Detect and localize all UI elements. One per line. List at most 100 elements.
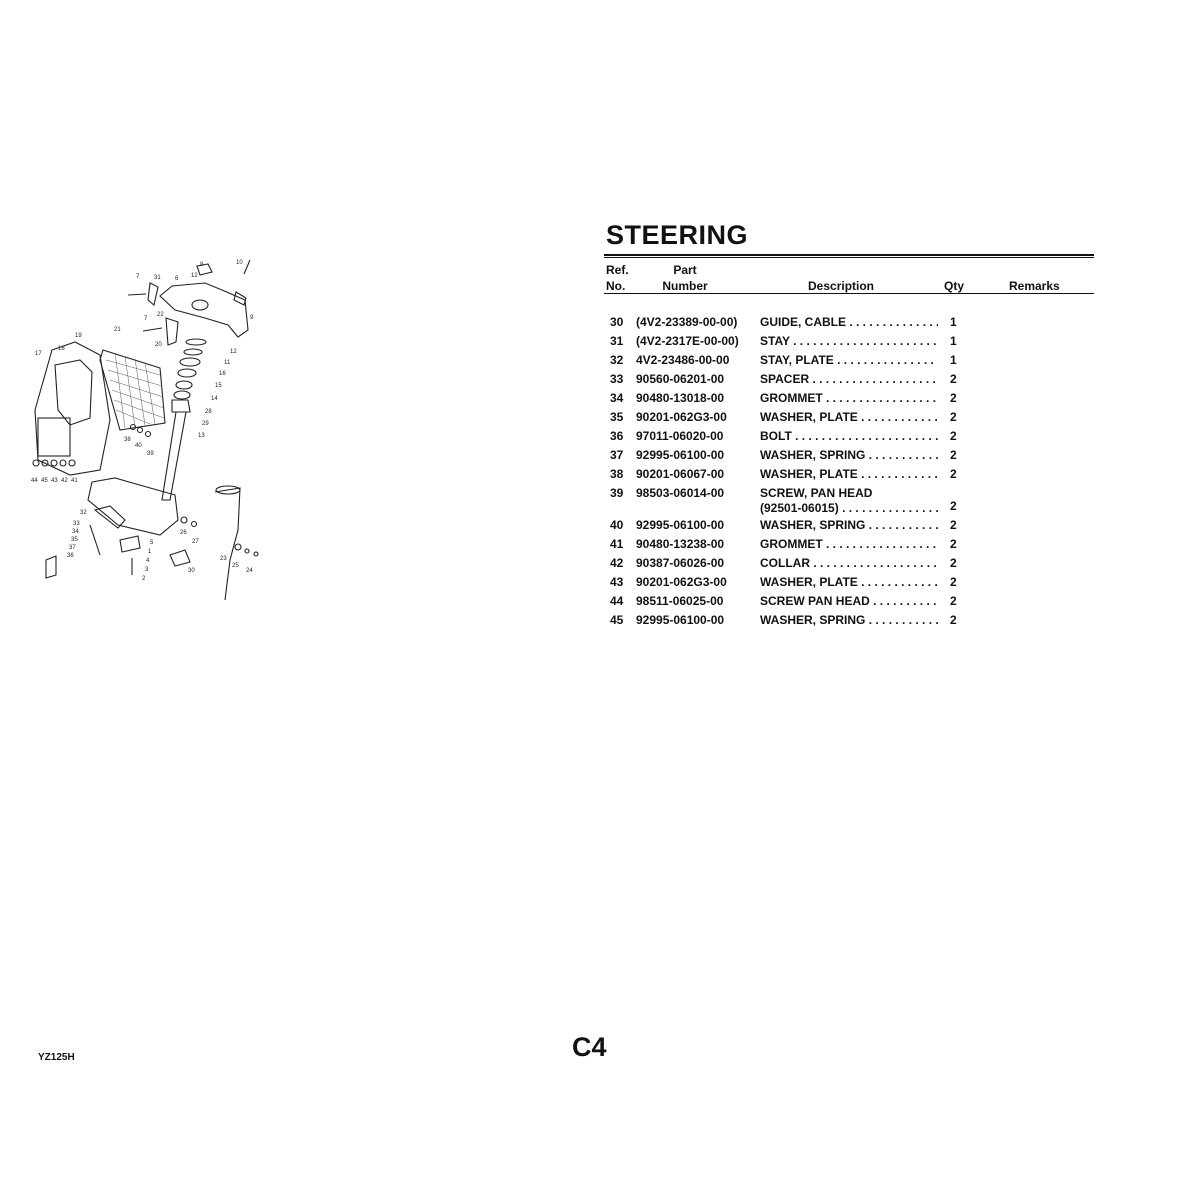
bolt (233, 259, 251, 306)
part-number: 90201-062G3-00 (636, 410, 727, 424)
part-number: 90480-13238-00 (636, 537, 725, 551)
callout-label: 10 (236, 260, 243, 266)
callout-label: 16 (219, 371, 226, 377)
callout-label: 7 (144, 316, 148, 322)
header-ref-line2: No. (606, 279, 626, 293)
ref-number: 43 (610, 575, 624, 589)
quantity: 2 (950, 372, 957, 386)
ref-number: 45 (610, 613, 624, 627)
callout-label: 13 (198, 433, 205, 439)
callout-label: 34 (72, 529, 79, 535)
ref-number: 30 (610, 315, 624, 329)
callout-label: 22 (157, 312, 164, 318)
callout-label: 3 (145, 567, 149, 573)
callout-label: 43 (51, 478, 58, 484)
callout-label: 42 (61, 478, 68, 484)
upper-bracket (159, 282, 249, 338)
ref-number: 44 (610, 594, 624, 608)
part-number: 90387-06026-00 (636, 556, 725, 570)
part-description: WASHER, PLATE (760, 467, 938, 481)
callout-label: 30 (188, 568, 195, 574)
part-number: 92995-06100-00 (636, 613, 725, 627)
part-number: 90201-06067-00 (636, 467, 725, 481)
part-number: 98503-06014-00 (636, 486, 725, 500)
part-description-alt: (92501-06015) (760, 501, 938, 515)
steering-nut (196, 263, 213, 276)
stay (127, 282, 159, 307)
callout-label: 38 (124, 437, 131, 443)
callout-label: 8 (200, 262, 204, 268)
ref-number: 33 (610, 372, 624, 386)
quantity: 2 (950, 518, 957, 532)
header-ref-line1: Ref. (606, 263, 629, 277)
part-number: 97011-06020-00 (636, 429, 724, 443)
part-number: (4V2-2317E-00-00) (636, 334, 739, 348)
quantity: 2 (950, 613, 957, 627)
header-qty: Qty (944, 279, 965, 293)
header-part: Part Number (655, 262, 715, 294)
page-number: C4 (572, 1032, 607, 1062)
callout-label: 29 (202, 421, 209, 427)
quantity: 2 (950, 499, 957, 513)
callout-label: 27 (192, 539, 199, 545)
part-number: 90201-062G3-00 (636, 575, 727, 589)
callout-label: 5 (150, 540, 154, 546)
ref-number: 42 (610, 556, 624, 570)
callout-label: 28 (205, 409, 212, 415)
header-part-line2: Number (662, 279, 708, 293)
fork-tube (214, 487, 241, 600)
callout-label: 37 (69, 545, 76, 551)
callout-label: 4 (146, 558, 150, 564)
part-number: 98511-06025-00 (636, 594, 724, 608)
callout-label: 39 (147, 451, 154, 457)
callout-label: 1 (148, 549, 152, 555)
quantity: 2 (950, 467, 957, 481)
part-description: WASHER, SPRING (760, 448, 938, 462)
table-row: 30(4V2-23389-00-00)GUIDE, CABLE1 (604, 313, 1094, 332)
callout-label: 9 (250, 315, 254, 321)
part-description: WASHER, SPRING (760, 518, 938, 532)
callout-label: 36 (67, 553, 74, 559)
quantity: 2 (950, 556, 957, 570)
header-rule (604, 293, 1094, 294)
callout-label: 7 (136, 274, 140, 280)
diagram-parts (32, 259, 259, 600)
quantity: 2 (950, 391, 957, 405)
ref-number: 37 (610, 448, 624, 462)
exploded-steering-diagram: 8 10 7 31 6 12 9 7 22 21 19 18 17 20 12 … (31, 259, 259, 600)
ref-number: 31 (610, 334, 624, 348)
part-number: 92995-06100-00 (636, 448, 725, 462)
callout-label: 45 (41, 478, 48, 484)
part-description: SCREW, PAN HEAD (760, 486, 873, 500)
part-description: SCREW PAN HEAD (760, 594, 938, 608)
callout-label: 19 (75, 333, 82, 339)
callout-label: 44 (31, 478, 38, 484)
lower-bracket (87, 477, 179, 536)
quantity: 2 (950, 429, 957, 443)
callout-label: 31 (154, 275, 161, 281)
part-description: GROMMET (760, 537, 938, 551)
part-number: 90480-13018-00 (636, 391, 725, 405)
title-rule (604, 254, 1094, 258)
model-code: YZ125H (38, 1052, 75, 1063)
ref-number: 38 (610, 467, 624, 481)
callout-label: 24 (246, 568, 253, 574)
header-description: Description (808, 279, 875, 293)
part-description: COLLAR (760, 556, 938, 570)
callout-label: 11 (224, 360, 231, 366)
table-row: 31(4V2-2317E-00-00)STAY1 (604, 332, 1094, 351)
parts-table: 30(4V2-23389-00-00)GUIDE, CABLE1 31 (4V2-2… (604, 313, 1094, 630)
callout-label: 15 (215, 383, 222, 389)
callout-label: 18 (58, 346, 65, 352)
callout-label: 6 (175, 276, 179, 282)
callout-label: 35 (71, 537, 78, 543)
callout-label: 32 (80, 510, 87, 516)
callout-label: 26 (180, 530, 187, 536)
